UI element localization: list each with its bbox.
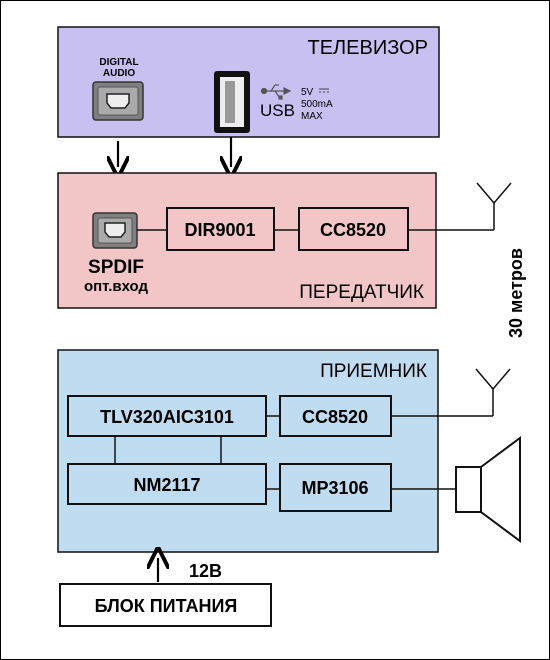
usb-label: USB	[260, 101, 295, 120]
usb-symbol-icon	[260, 84, 292, 100]
tv-block: ТЕЛЕВИЗОР DIGITAL AUDIO USB 5V	[57, 26, 440, 138]
tx-antenna-icon	[476, 182, 512, 230]
receiver-title: ПРИЕМНИК	[320, 361, 427, 382]
transmitter-title: ПЕРЕДАТЧИК	[299, 282, 424, 303]
chip-tlv320-box	[67, 395, 267, 437]
rx-antenna-icon	[475, 368, 511, 416]
speaker-icon	[455, 436, 521, 543]
chip-nm2117-box	[67, 463, 267, 505]
usb-spec-voltage: 5V	[301, 87, 314, 98]
receiver-block: ПРИЕМНИК TLV320AIC3101 CC8520 NM2117 MP3…	[57, 349, 493, 553]
dc-symbol-icon	[319, 88, 329, 93]
usb-spec-max: MAX	[301, 111, 323, 122]
chip-tx-cc8520: CC8520	[320, 220, 386, 240]
digital-audio-label-2: AUDIO	[103, 68, 135, 79]
digital-audio-label-1: DIGITAL	[99, 57, 138, 68]
chip-dir9001: DIR9001	[184, 220, 255, 240]
spdif-port-icon	[92, 212, 138, 249]
optical-port-icon	[92, 81, 144, 121]
chip-mp3106-box	[279, 463, 392, 512]
power-supply-box	[59, 583, 272, 627]
usb-port-icon	[214, 71, 250, 133]
chip-rx-cc8520-box	[279, 395, 392, 437]
spdif-sublabel: опт.вход	[84, 278, 149, 295]
chip-tx-cc8520-box	[298, 207, 409, 251]
chip-tlv320: TLV320AIC3101	[100, 407, 234, 427]
chip-mp3106: MP3106	[301, 478, 368, 498]
chip-dir9001-box	[166, 207, 275, 251]
transmitter-block: SPDIF опт.вход DIR9001 CC8520 ПЕРЕДАТЧИК	[57, 172, 494, 309]
chip-rx-cc8520: CC8520	[302, 407, 368, 427]
chip-nm2117: NM2117	[133, 475, 200, 495]
power-supply-label: БЛОК ПИТАНИЯ	[95, 596, 238, 616]
usb-spec-current: 500mA	[301, 99, 333, 110]
power-voltage: 12В	[189, 561, 222, 581]
tv-title: ТЕЛЕВИЗОР	[308, 37, 429, 59]
spdif-label: SPDIF	[88, 257, 144, 278]
distance-label: 30 метров	[506, 248, 526, 338]
receiver-panel	[57, 349, 439, 553]
